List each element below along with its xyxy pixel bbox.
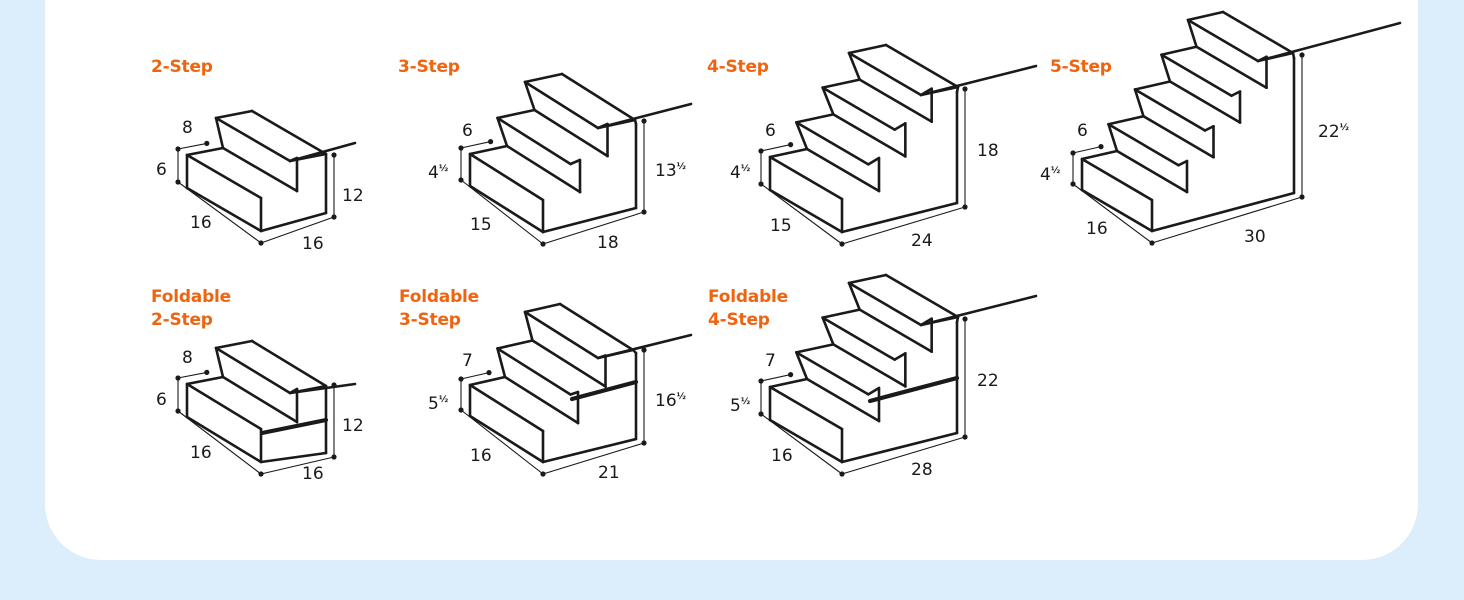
dim-height-2-step: 12: [342, 187, 364, 205]
title-foldable-3-step: Foldable 3-Step: [399, 287, 479, 330]
stair-diagram-foldable-2-step: [175, 339, 357, 477]
dim-value: 16: [771, 446, 793, 466]
dim-fraction: ½: [676, 392, 686, 402]
dim-riser-foldable-3-step: 5½: [428, 391, 448, 413]
dim-value: 6: [156, 160, 167, 180]
dim-tread-3-step: 6: [462, 122, 473, 140]
dim-value: 5: [428, 394, 439, 414]
stair-diagram-foldable-3-step: [458, 302, 693, 477]
title-3-step: 3-Step: [398, 57, 460, 77]
dim-width-4-step: 24: [911, 232, 933, 250]
dim-value: 30: [1244, 227, 1266, 247]
dim-depth-foldable-4-step: 16: [771, 447, 793, 465]
dim-value: 16: [470, 446, 492, 466]
dim-tread-foldable-3-step: 7: [462, 352, 473, 370]
dim-value: 6: [156, 390, 167, 410]
dim-tread-foldable-2-step: 8: [182, 349, 193, 367]
dim-height-foldable-2-step: 12: [342, 417, 364, 435]
dim-value: 12: [342, 186, 364, 206]
dim-depth-2-step: 16: [190, 214, 212, 232]
dim-value: 6: [1077, 121, 1088, 141]
dim-riser-4-step: 4½: [730, 160, 750, 182]
title-4-step: 4-Step: [707, 57, 769, 77]
dim-value: 22: [977, 371, 999, 391]
dim-riser-foldable-2-step: 6: [156, 391, 167, 409]
dim-fraction: ½: [438, 395, 449, 405]
dim-value: 13: [655, 161, 677, 181]
dim-depth-5-step: 16: [1086, 220, 1108, 238]
dim-depth-foldable-3-step: 16: [470, 447, 492, 465]
dim-value: 16: [302, 464, 324, 484]
dim-value: 22: [1318, 122, 1340, 142]
dim-value: 18: [977, 141, 999, 161]
dim-value: 16: [655, 391, 677, 411]
dim-tread-5-step: 6: [1077, 122, 1088, 140]
dim-value: 7: [462, 351, 473, 371]
dim-value: 28: [911, 460, 933, 480]
dim-height-foldable-4-step: 22: [977, 372, 999, 390]
dim-value: 5: [730, 396, 741, 416]
dim-width-2-step: 16: [302, 235, 324, 253]
stair-diagram-foldable-4-step: [758, 273, 1038, 477]
dim-width-3-step: 18: [597, 234, 619, 252]
title-2-step: 2-Step: [151, 57, 213, 77]
dim-width-foldable-3-step: 21: [598, 464, 620, 482]
dim-value: 16: [190, 443, 212, 463]
dim-depth-foldable-2-step: 16: [190, 444, 212, 462]
dim-fraction: ½: [740, 164, 751, 174]
dim-value: 18: [597, 233, 619, 253]
dim-value: 4: [730, 163, 741, 183]
dim-value: 15: [770, 216, 792, 236]
dim-value: 4: [1040, 165, 1051, 185]
dim-fraction: ½: [1050, 166, 1061, 176]
dim-value: 16: [302, 234, 324, 254]
dim-width-foldable-2-step: 16: [302, 465, 324, 483]
dim-fraction: ½: [1339, 123, 1349, 133]
title-foldable-2-step: Foldable 2-Step: [151, 287, 231, 330]
stair-diagram-5-step: [1070, 10, 1402, 246]
dim-height-foldable-3-step: 16½: [655, 388, 686, 410]
dim-fraction: ½: [740, 397, 751, 407]
stair-diagram-2-step: [175, 109, 357, 246]
dim-value: 7: [765, 351, 776, 371]
dim-riser-foldable-4-step: 5½: [730, 393, 750, 415]
dim-tread-foldable-4-step: 7: [765, 352, 776, 370]
dim-value: 8: [182, 118, 193, 138]
title-5-step: 5-Step: [1050, 57, 1112, 77]
dim-depth-4-step: 15: [770, 217, 792, 235]
dim-value: 15: [470, 215, 492, 235]
dim-height-5-step: 22½: [1318, 119, 1349, 141]
dim-value: 12: [342, 416, 364, 436]
dim-width-5-step: 30: [1244, 228, 1266, 246]
dim-riser-3-step: 4½: [428, 160, 448, 182]
dim-value: 6: [462, 121, 473, 141]
dim-value: 21: [598, 463, 620, 483]
dim-value: 16: [1086, 219, 1108, 239]
dim-value: 8: [182, 348, 193, 368]
dim-fraction: ½: [676, 162, 686, 172]
stair-diagram-4-step: [758, 43, 1038, 247]
dim-value: 24: [911, 231, 933, 251]
dim-width-foldable-4-step: 28: [911, 461, 933, 479]
dim-height-4-step: 18: [977, 142, 999, 160]
dim-tread-2-step: 8: [182, 119, 193, 137]
dim-depth-3-step: 15: [470, 216, 492, 234]
dim-riser-5-step: 4½: [1040, 162, 1060, 184]
dim-value: 4: [428, 163, 439, 183]
dim-riser-2-step: 6: [156, 161, 167, 179]
dim-fraction: ½: [438, 164, 449, 174]
stair-diagram-3-step: [458, 72, 693, 247]
dim-tread-4-step: 6: [765, 122, 776, 140]
dim-height-3-step: 13½: [655, 158, 686, 180]
title-foldable-4-step: Foldable 4-Step: [708, 287, 788, 330]
dim-value: 6: [765, 121, 776, 141]
dim-value: 16: [190, 213, 212, 233]
